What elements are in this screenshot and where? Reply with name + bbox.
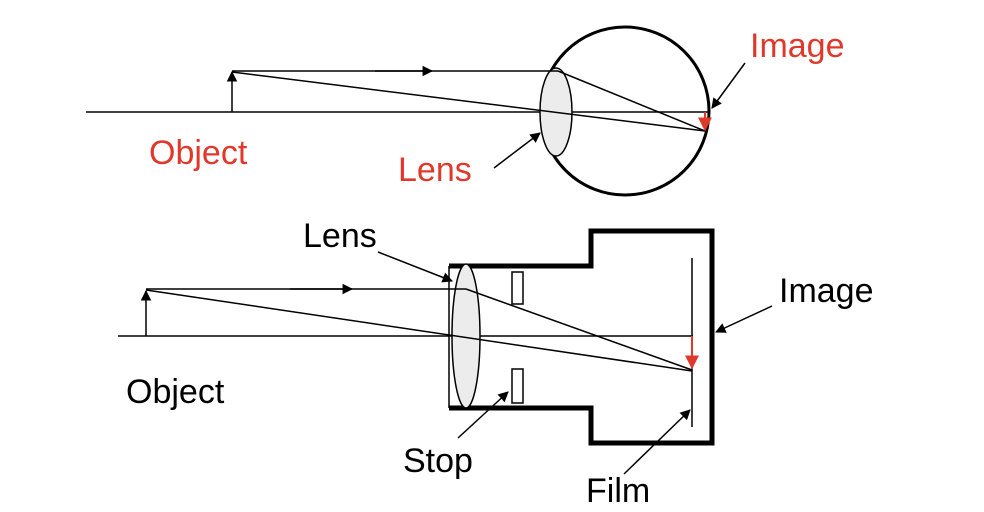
camera-lens-pointer xyxy=(377,251,453,283)
film-label: Film xyxy=(586,472,651,510)
eye-chief-ray xyxy=(231,71,706,132)
camera-diagram xyxy=(118,228,773,475)
camera-lens-label: Lens xyxy=(303,217,377,255)
eye-refracted-ray xyxy=(557,70,706,132)
eye-lens-label: Lens xyxy=(398,151,472,189)
eye-image-label: Image xyxy=(750,27,845,65)
eye-lens-pointer xyxy=(493,132,541,169)
eye-diagram xyxy=(86,25,746,197)
camera-chief-ray xyxy=(145,289,693,372)
camera-refracted-ray xyxy=(465,288,693,371)
camera-image-pointer xyxy=(715,305,773,333)
aperture-stop-top xyxy=(511,271,524,305)
camera-body-outline xyxy=(449,228,715,446)
stop-pointer xyxy=(457,391,509,439)
eye-object-label: Object xyxy=(149,134,248,172)
aperture-stop-bottom xyxy=(511,368,524,404)
eye-image-pointer xyxy=(711,62,746,109)
camera-object-label: Object xyxy=(126,373,225,411)
film-pointer xyxy=(623,409,691,475)
stop-label: Stop xyxy=(403,442,473,480)
camera-image-label: Image xyxy=(779,272,874,310)
